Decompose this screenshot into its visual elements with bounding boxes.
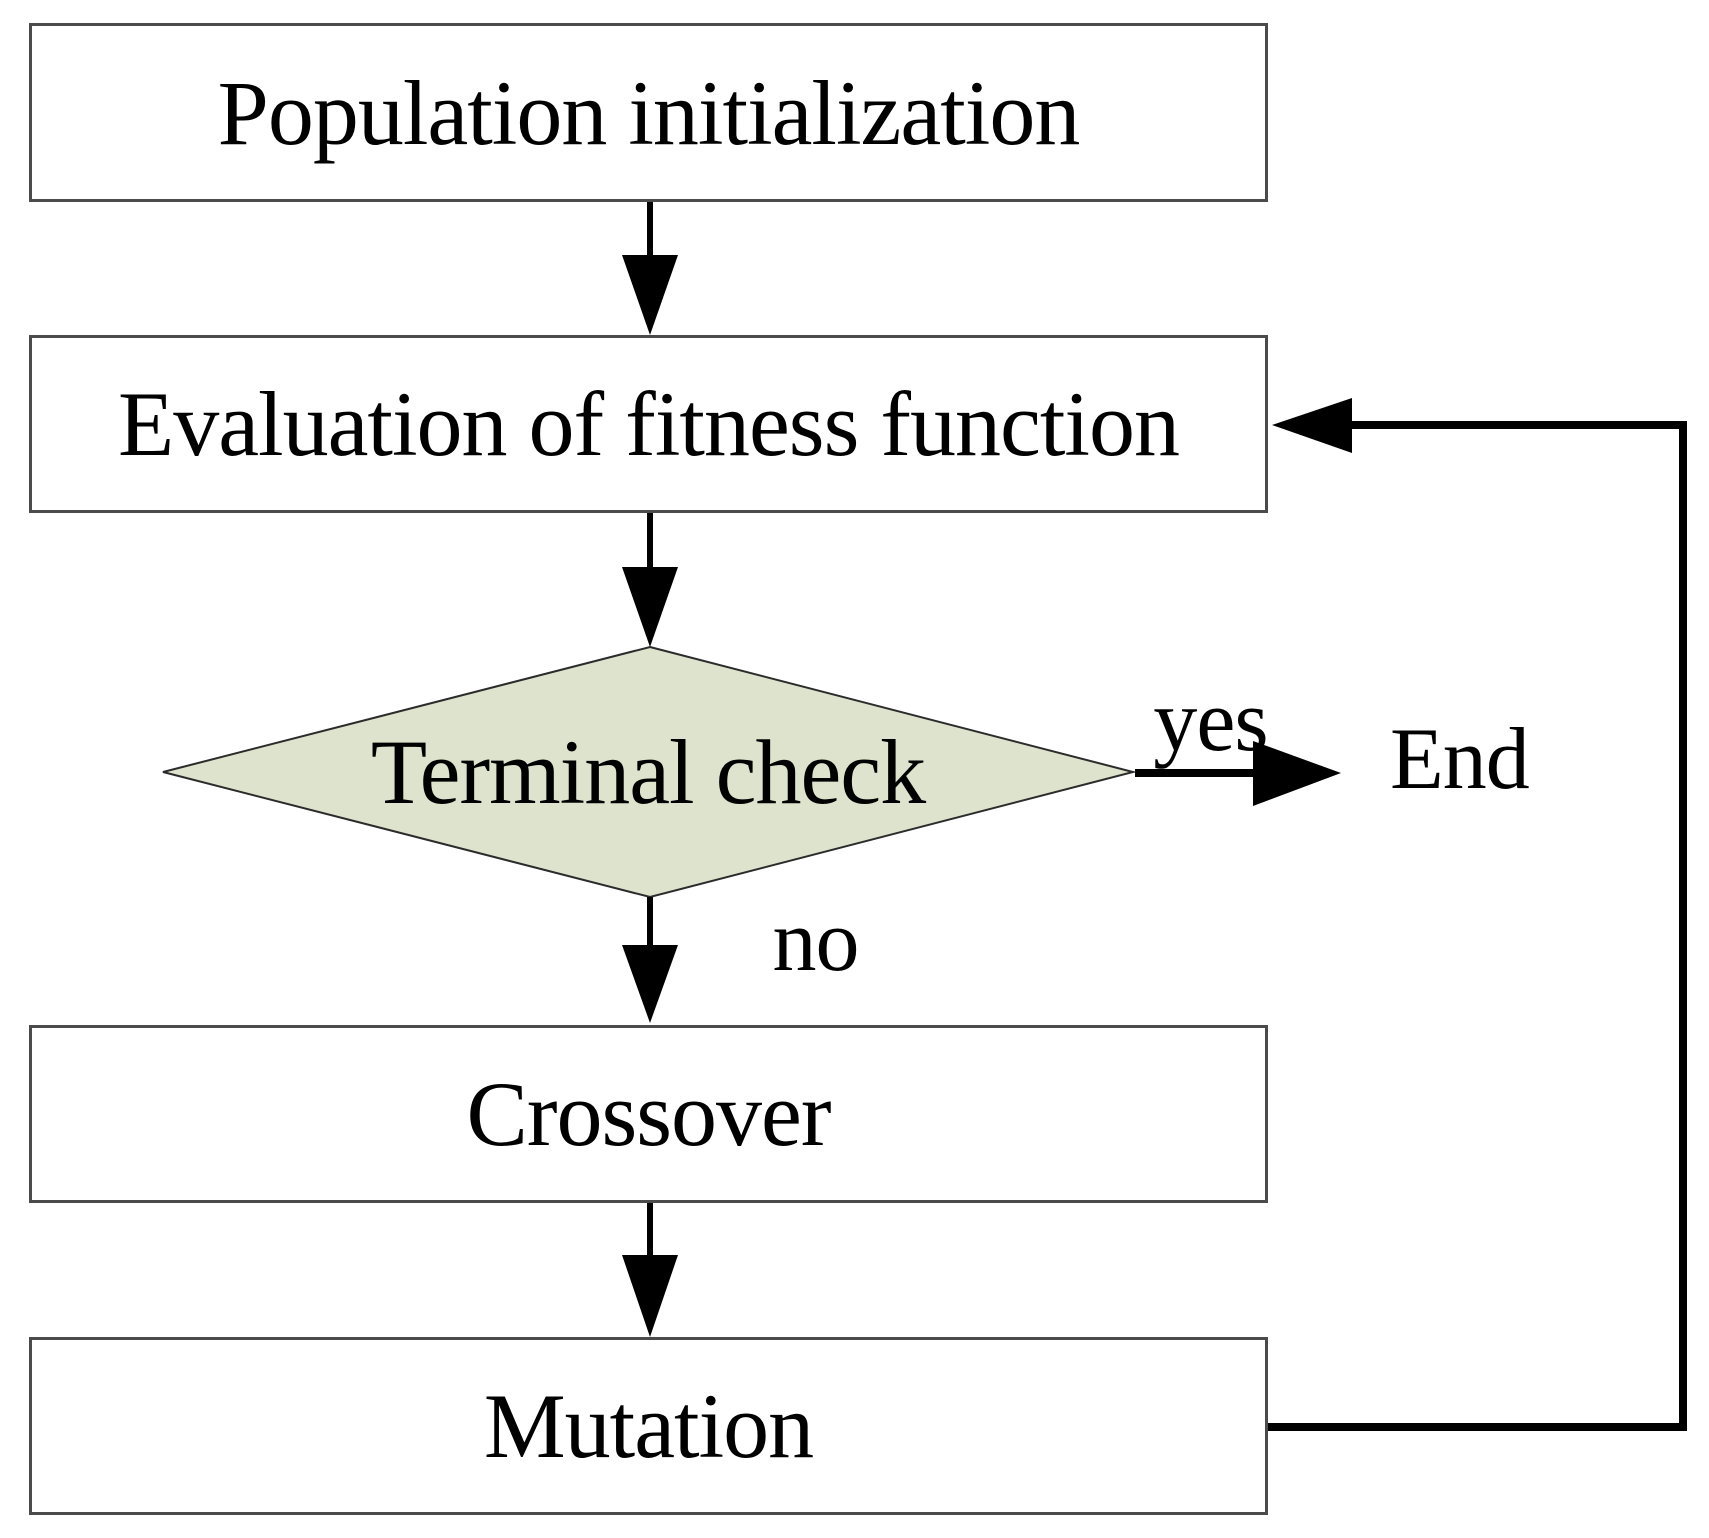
node-evaluation-of-fitness-function: Evaluation of fitness function	[29, 335, 1268, 513]
arrow-population-to-evaluation	[622, 202, 678, 335]
node-population-initialization: Population initialization	[29, 23, 1268, 202]
node-population-label: Population initialization	[217, 61, 1081, 164]
node-crossover-label: Crossover	[466, 1063, 831, 1165]
arrow-crossover-to-mutation	[622, 1203, 678, 1337]
arrow-mutation-to-evaluation-loop	[1268, 398, 1687, 1431]
node-terminal-check-label: Terminal check	[370, 721, 926, 823]
arrow-evaluation-to-terminal	[622, 513, 678, 647]
arrow-terminal-to-end	[1135, 741, 1341, 806]
edge-label-yes: yes	[1153, 673, 1268, 770]
node-crossover: Crossover	[29, 1025, 1268, 1203]
node-evaluation-label: Evaluation of fitness function	[118, 373, 1180, 475]
node-mutation: Mutation	[29, 1337, 1268, 1515]
node-end-label: End	[1390, 711, 1530, 808]
arrow-terminal-to-crossover	[622, 897, 678, 1023]
node-mutation-label: Mutation	[483, 1375, 814, 1477]
edge-label-no: no	[772, 893, 860, 990]
